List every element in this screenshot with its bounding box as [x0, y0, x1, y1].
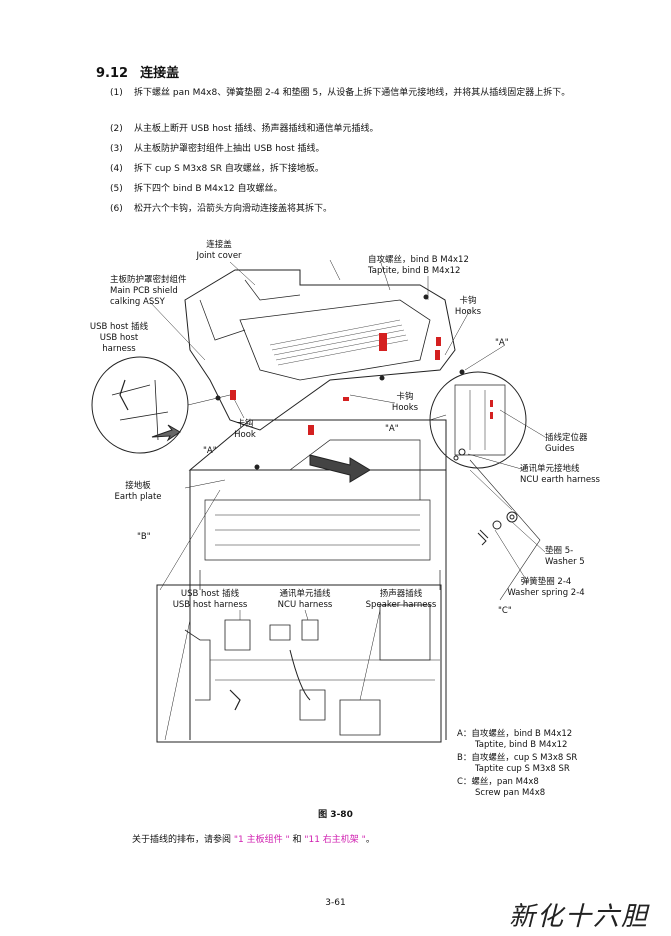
- reference-mid: 和: [289, 835, 305, 845]
- label-en: Hooks: [391, 403, 419, 413]
- label-cn: 弹簧垫圈 2-4: [520, 577, 572, 587]
- label-cn: 通讯单元接地线: [520, 464, 580, 474]
- label-a-right: "A": [495, 338, 509, 348]
- step-number: (2): [110, 124, 123, 134]
- page-number: 3-61: [325, 898, 346, 908]
- label-cn: USB host 插线: [89, 322, 149, 332]
- step-text: 从主板防护罩密封组件上抽出 USB host 插线。: [134, 144, 325, 154]
- label-en: Hook: [234, 430, 256, 440]
- label-en: Washer 5: [545, 557, 585, 567]
- legend-cn: B：自攻螺丝，cup S M3x8 SR: [457, 753, 578, 763]
- label-en: NCU harness: [277, 600, 333, 610]
- step-number: (4): [110, 164, 123, 174]
- label-cn: 卡钩: [459, 296, 477, 306]
- label-c: "C": [498, 606, 512, 616]
- label-cn: 卡钩: [396, 392, 414, 402]
- link-main-pcb-assy[interactable]: "1 主板组件 ": [233, 835, 290, 845]
- label-en: USB host: [99, 333, 139, 343]
- link-right-frame[interactable]: "11 右主机架 ": [304, 835, 366, 845]
- step-number: (5): [110, 184, 123, 194]
- reference-suffix: 。: [365, 835, 375, 845]
- step-text: 拆下 cup S M3x8 SR 自攻螺丝，拆下接地板。: [134, 164, 324, 174]
- label-en: harness: [102, 344, 136, 354]
- label-cn: 卡钩: [236, 419, 254, 429]
- step-text: 拆下螺丝 pan M4x8、弹簧垫圈 2-4 和垫圈 5，从设备上拆下通信单元接…: [134, 88, 571, 98]
- label-en: Speaker harness: [365, 600, 437, 610]
- label-a-left: "A": [203, 446, 217, 456]
- label-cn: 自攻螺丝，bind B M4x12: [368, 255, 469, 265]
- step-text: 拆下四个 bind B M4x12 自攻螺丝。: [134, 184, 283, 194]
- section-number: 9.12: [96, 66, 129, 81]
- label-en: Washer spring 2-4: [507, 588, 585, 598]
- legend-cn: C：螺丝，pan M4x8: [457, 777, 539, 787]
- reference-prefix: 关于插线的排布，请参阅: [132, 835, 234, 845]
- step-number: (6): [110, 204, 123, 214]
- label-cn: 通讯单元插线: [279, 589, 331, 599]
- section-name: 连接盖: [140, 66, 180, 81]
- label-en: Main PCB shield: [110, 286, 178, 296]
- label-en: USB host harness: [172, 600, 248, 610]
- legend-en: Taptite cup S M3x8 SR: [475, 764, 570, 774]
- label-washer-5: 垫圈 5-Washer 5: [545, 546, 585, 568]
- label-cn: 连接盖: [206, 240, 232, 250]
- legend-cn: A：自攻螺丝，bind B M4x12: [457, 729, 573, 739]
- watermark: 新化十六胆: [508, 902, 649, 932]
- label-cn: 垫圈 5-: [545, 546, 574, 556]
- label-en: Guides: [545, 444, 575, 454]
- label-cn: 接地板: [125, 481, 151, 491]
- label-en: calking ASSY: [110, 297, 165, 307]
- figure-caption: 图 3-80: [318, 810, 353, 820]
- label-cn: USB host 插线: [180, 589, 240, 599]
- label-en: Earth plate: [114, 492, 162, 502]
- section-title: 9.12 连接盖: [96, 62, 179, 81]
- step-number: (3): [110, 144, 123, 154]
- label-en: Joint cover: [196, 251, 242, 261]
- label-cn: 主板防护罩密封组件: [110, 275, 187, 285]
- legend-en: Screw pan M4x8: [475, 788, 546, 798]
- step-text: 松开六个卡钩，沿箭头方向滑动连接盖将其拆下。: [134, 204, 333, 214]
- label-cn: 插线定位器: [545, 433, 588, 443]
- label-a-middle: "A": [385, 424, 399, 434]
- reference-note: 关于插线的排布，请参阅 "1 主板组件 " 和 "11 右主机架 "。: [132, 832, 375, 845]
- step-text: 从主板上断开 USB host 插线、扬声器插线和通信单元插线。: [134, 124, 379, 134]
- step-number: (1): [110, 88, 123, 98]
- label-cn: 扬声器插线: [379, 589, 423, 599]
- label-en: Hooks: [454, 307, 482, 317]
- label-b: "B": [137, 532, 151, 542]
- label-en: NCU earth harness: [520, 475, 600, 485]
- label-en: Taptite, bind B M4x12: [368, 266, 461, 276]
- legend-en: Taptite, bind B M4x12: [475, 740, 568, 750]
